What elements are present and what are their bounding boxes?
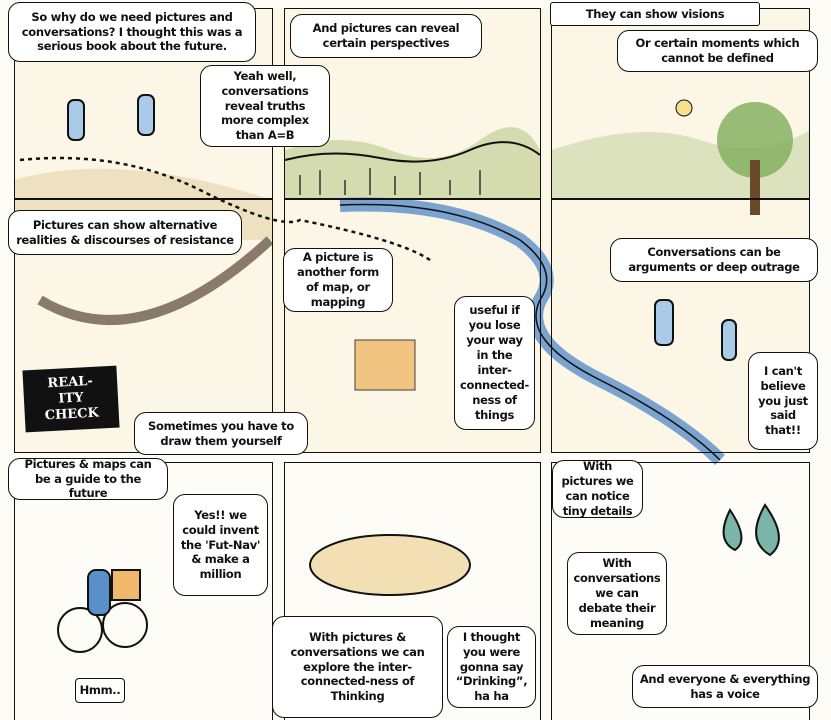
- speech-bubble-draw-yourself: Sometimes you have to draw them yourself: [134, 412, 308, 455]
- reality-check-sign: REAL- ITY CHECK: [22, 365, 120, 433]
- rollercoaster: [37, 236, 274, 325]
- panel-arguments: [551, 198, 810, 453]
- speech-bubble-fut-nav: Yes!! we could invent the 'Fut-Nav' & ma…: [173, 494, 268, 596]
- speech-bubble-drinking: I thought you were gonna say “Drinking”,…: [447, 626, 536, 708]
- speech-bubble-guide: Pictures & maps can be a guide to the fu…: [8, 457, 168, 500]
- mushrooms: [722, 503, 780, 557]
- speech-bubble-moments: Or certain moments which cannot be defin…: [617, 30, 818, 72]
- river-outline: [339, 203, 721, 461]
- horizon-line: [284, 141, 541, 163]
- speech-bubble-alternative-realities: Pictures can show alternative realities …: [8, 210, 242, 255]
- walker-figures: [67, 94, 737, 361]
- speech-bubble-tiny-details: With pictures we can notice tiny details: [552, 459, 643, 518]
- panel-tiny-details: [551, 462, 810, 720]
- panel-mapping: [284, 198, 541, 453]
- panel-round-table: [284, 462, 541, 720]
- speech-bubble-yeah-well: Yeah well, conversations reveal truths m…: [200, 65, 330, 147]
- round-table: [309, 534, 471, 596]
- city-skyline: [299, 168, 481, 195]
- map-drawing: [354, 339, 416, 391]
- cyclist: [57, 569, 148, 653]
- speech-bubble-cant-believe: I can't believe you just said that!!: [748, 352, 818, 450]
- speech-bubble-form-of-map: A picture is another form of map, or map…: [283, 248, 393, 312]
- speech-bubble-why-pictures: So why do we need pictures and conversat…: [8, 2, 256, 62]
- caption-show-visions: They can show visions: [550, 2, 760, 26]
- sun-icon: [675, 99, 693, 117]
- tree-trunk: [750, 160, 760, 215]
- speech-bubble-hmm: Hmm..: [75, 678, 125, 703]
- hill-right: [552, 130, 810, 200]
- tree: [717, 102, 793, 178]
- hill-middle: [285, 127, 540, 200]
- speech-bubble-explore: With pictures & conversations we can exp…: [272, 616, 443, 718]
- speech-bubble-voice: And everyone & everything has a voice: [632, 665, 818, 708]
- speech-bubble-arguments: Conversations can be arguments or deep o…: [610, 238, 818, 282]
- speech-bubble-debate: With conversations we can debate their m…: [567, 552, 667, 635]
- speech-bubble-useful-if: useful if you lose your way in the inter…: [454, 296, 535, 430]
- speech-bubble-reveal-perspectives: And pictures can reveal certain perspect…: [290, 14, 482, 58]
